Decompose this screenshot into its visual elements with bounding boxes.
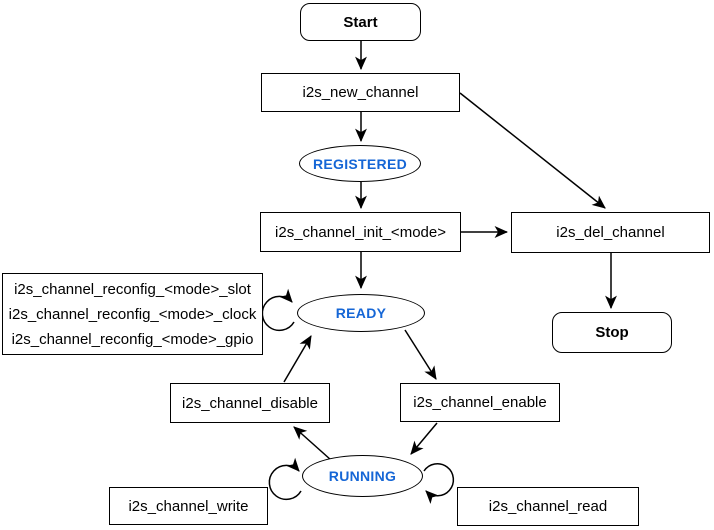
edge-disable-to-ready <box>283 335 312 383</box>
node-state-registered: REGISTERED <box>299 145 421 182</box>
node-reconfig-functions: i2s_channel_reconfig_<mode>_slot i2s_cha… <box>2 273 263 355</box>
node-state-ready: READY <box>297 294 425 332</box>
node-i2s-channel-init: i2s_channel_init_<mode> <box>260 212 461 252</box>
node-start: Start <box>300 3 421 41</box>
edge-enable-to-running <box>410 422 438 455</box>
node-i2s-channel-enable: i2s_channel_enable <box>400 383 560 422</box>
self-loop-running-write <box>268 457 302 501</box>
self-loop-ready-reconfig <box>261 288 295 332</box>
edge-ready-to-enable <box>404 329 437 380</box>
self-loop-running-read <box>423 463 455 505</box>
node-i2s-channel-write: i2s_channel_write <box>109 487 268 525</box>
reconfig-clock-label: i2s_channel_reconfig_<mode>_clock <box>8 305 257 323</box>
node-stop: Stop <box>552 312 672 353</box>
reconfig-slot-label: i2s_channel_reconfig_<mode>_slot <box>14 280 251 298</box>
node-i2s-channel-read: i2s_channel_read <box>457 487 639 526</box>
reconfig-gpio-label: i2s_channel_reconfig_<mode>_gpio <box>11 330 254 348</box>
edge-new-channel-to-del-channel <box>459 92 606 209</box>
node-i2s-channel-disable: i2s_channel_disable <box>170 383 330 423</box>
node-i2s-del-channel: i2s_del_channel <box>511 212 710 253</box>
node-state-running: RUNNING <box>302 455 423 497</box>
edge-running-to-disable <box>293 426 332 461</box>
node-i2s-new-channel: i2s_new_channel <box>261 73 460 112</box>
